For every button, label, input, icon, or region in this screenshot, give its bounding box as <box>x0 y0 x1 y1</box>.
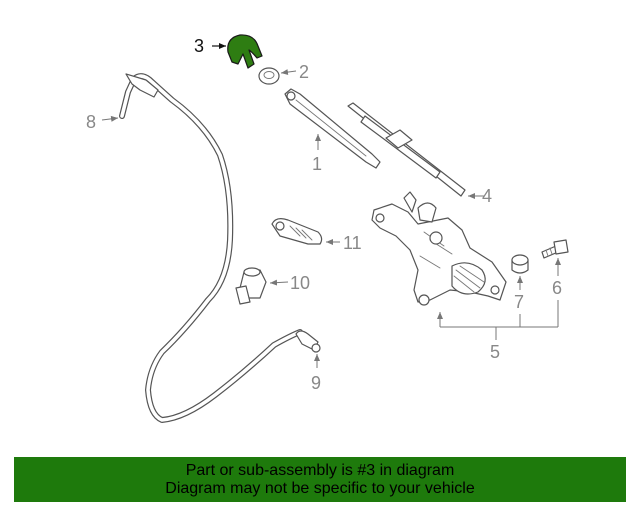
part-9-hose-connector <box>295 330 321 353</box>
part-1-wiper-arm <box>284 88 381 169</box>
part-7-grommet <box>511 254 529 274</box>
callout-8: 8 <box>86 112 96 132</box>
part-10-connector <box>235 267 267 305</box>
callout-7: 7 <box>514 292 524 312</box>
callout-9: 9 <box>311 373 321 393</box>
banner-line-1: Part or sub-assembly is #3 in diagram <box>185 461 455 479</box>
callout-3: 3 <box>194 36 204 56</box>
part-4-wiper-blade <box>347 102 466 197</box>
callout-1: 1 <box>312 154 322 174</box>
callout-10: 10 <box>290 273 310 293</box>
part-5-wiper-motor <box>371 191 507 306</box>
callout-2: 2 <box>299 62 309 82</box>
part-3-clip <box>227 34 263 69</box>
info-banner: Part or sub-assembly is #3 in diagram Di… <box>14 457 626 502</box>
part-11-washer-nozzle <box>271 218 323 245</box>
part-2-nut <box>258 67 280 85</box>
callout-6: 6 <box>552 278 562 298</box>
callout-4: 4 <box>482 186 492 206</box>
callout-leaders <box>101 43 561 368</box>
callout-labels: 3 2 1 4 8 11 10 9 6 7 5 <box>86 36 562 393</box>
banner-line-2: Diagram may not be specific to your vehi… <box>165 479 475 497</box>
callout-11: 11 <box>343 233 362 253</box>
part-6-bolt <box>541 239 569 259</box>
washer-hose <box>119 73 303 423</box>
callout-5: 5 <box>490 342 500 362</box>
